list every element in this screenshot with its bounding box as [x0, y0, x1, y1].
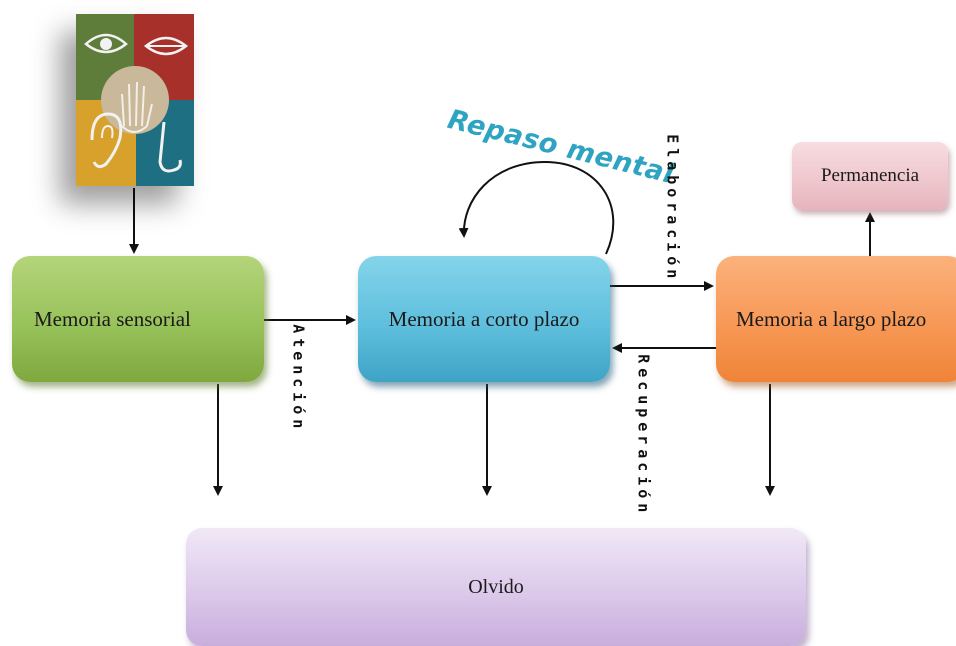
eye-icon — [84, 33, 128, 54]
permanencia-label: Permanencia — [820, 165, 920, 186]
memoria-corto-plazo-box: Memoria a corto plazo — [358, 256, 610, 382]
olvido-box: Olvido — [186, 528, 806, 646]
memoria-sensorial-box: Memoria sensorial — [12, 256, 264, 382]
repaso-loop-arrow — [458, 160, 615, 255]
memoria-largo-plazo-label: Memoria a largo plazo — [736, 306, 927, 331]
memoria-corto-plazo-label: Memoria a corto plazo — [388, 306, 580, 331]
ear-icon — [90, 112, 123, 169]
nose-icon — [158, 121, 182, 173]
hand-icon — [121, 81, 153, 133]
permanencia-box: Permanencia — [792, 142, 948, 210]
senses-image — [76, 14, 194, 186]
memoria-sensorial-label: Memoria sensorial — [34, 306, 191, 331]
memoria-largo-plazo-box: Memoria a largo plazo — [716, 256, 956, 382]
mouth-icon — [143, 36, 189, 56]
olvido-label: Olvido — [468, 575, 524, 598]
